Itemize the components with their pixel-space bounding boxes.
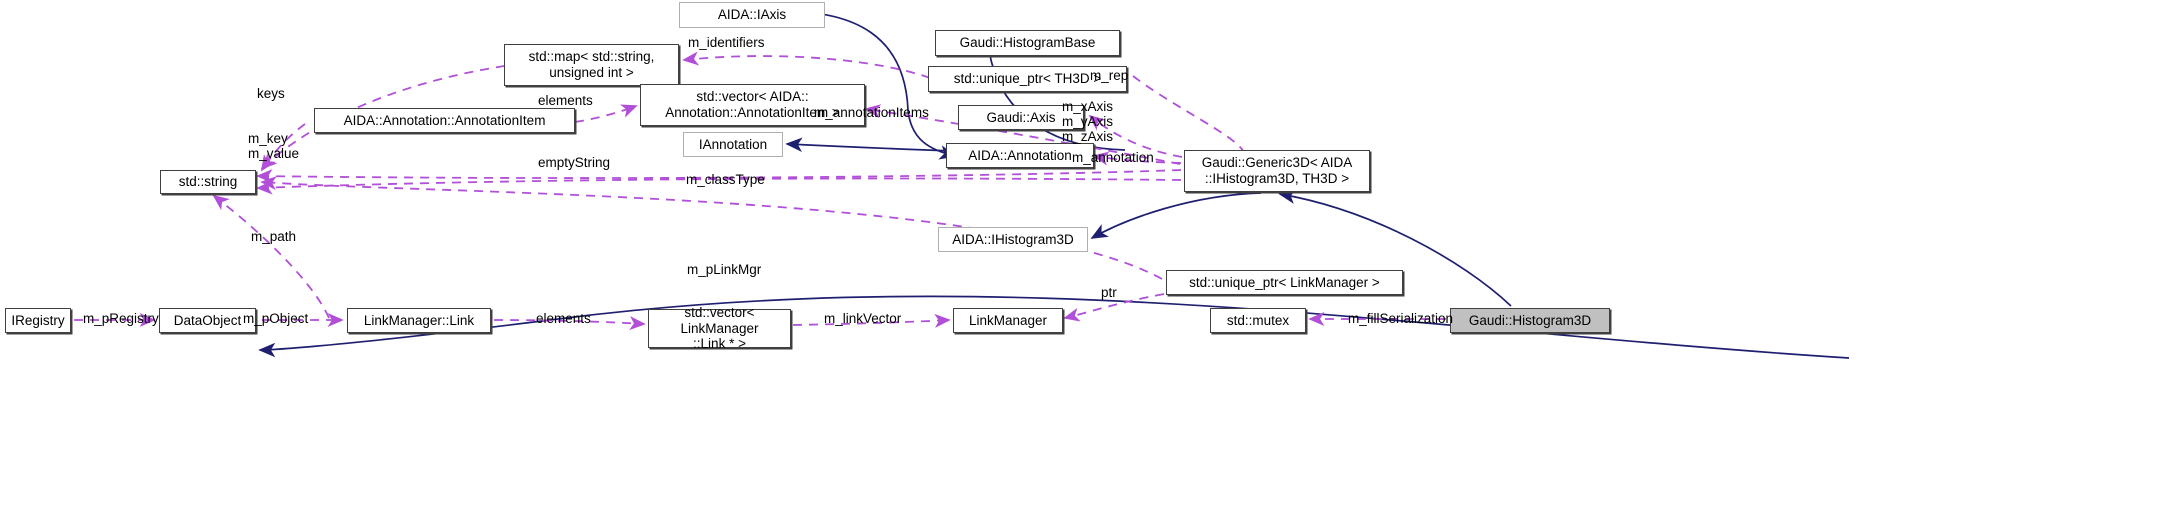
edge-label-m-plinkmgr: m_pLinkMgr [687, 262, 762, 277]
node-iannotation[interactable]: IAnnotation [683, 132, 783, 157]
node-aida-annotation[interactable]: AIDA::Annotation [946, 143, 1094, 168]
node-vector-linkmanager-link[interactable]: std::vector< LinkManager ::Link * > [648, 305, 791, 351]
node-unique-ptr-th3d[interactable]: std::unique_ptr< TH3D > [928, 66, 1127, 92]
node-std-mutex[interactable]: std::mutex [1210, 308, 1306, 333]
node-std-map-string-uint[interactable]: std::map< std::string, unsigned int > [504, 44, 679, 86]
edge-label-elements-link: elements [536, 311, 591, 326]
node-gaudi-histogrambase[interactable]: Gaudi::HistogramBase [935, 30, 1120, 56]
inheritance-edges [258, 10, 1850, 359]
edge-label-m-fillserialization: m_fillSerialization [1348, 311, 1454, 326]
edge-label-m-key-m-value: m_key m_value [248, 131, 300, 162]
node-aida-iaxis[interactable]: AIDA::IAxis [679, 2, 825, 28]
edge-label-m-path: m_path [251, 229, 297, 244]
node-unique-ptr-linkmanager[interactable]: std::unique_ptr< LinkManager > [1166, 270, 1403, 295]
node-annotation-annotationitem[interactable]: AIDA::Annotation::AnnotationItem [314, 108, 575, 133]
edge-label-m-annotation: m_annotation [1072, 150, 1154, 165]
edge-label-m-classtype: m_classType [686, 172, 765, 187]
edge-label-m-identifiers: m_identifiers [688, 35, 765, 50]
node-gaudi-axis[interactable]: Gaudi::Axis [958, 105, 1084, 130]
node-dataobject[interactable]: DataObject [159, 308, 256, 333]
edge-label-m-linkvector: m_linkVector [824, 311, 902, 326]
edge-label-keys: keys [257, 86, 285, 101]
node-aida-ihistogram3d[interactable]: AIDA::IHistogram3D [938, 227, 1088, 252]
node-gaudi-histogram3d[interactable]: Gaudi::Histogram3D [1450, 308, 1610, 333]
edge-label-m-axes: m_xAxis m_yAxis m_zAxis [1062, 99, 1114, 145]
edge-label-ptr: ptr [1101, 285, 1117, 300]
node-linkmanager[interactable]: LinkManager [953, 308, 1063, 333]
node-gaudi-generic3d[interactable]: Gaudi::Generic3D< AIDA ::IHistogram3D, T… [1184, 150, 1370, 192]
edge-label-m-pobject: m_pObject [243, 311, 309, 326]
edge-label-m-pregistry: m_pRegistry [83, 311, 159, 326]
edge-label-m-annotationitems: m_annotationItems [814, 105, 929, 120]
node-iregistry[interactable]: IRegistry [5, 308, 71, 333]
node-std-string[interactable]: std::string [160, 170, 256, 194]
node-vector-annotationitem[interactable]: std::vector< AIDA:: Annotation::Annotati… [640, 84, 865, 126]
edge-label-m-rep: m_rep [1090, 68, 1129, 83]
edge-label-elements-annotation: elements [538, 93, 593, 108]
node-linkmanager-link[interactable]: LinkManager::Link [347, 308, 491, 333]
edge-label-emptystring: emptyString [538, 155, 611, 170]
